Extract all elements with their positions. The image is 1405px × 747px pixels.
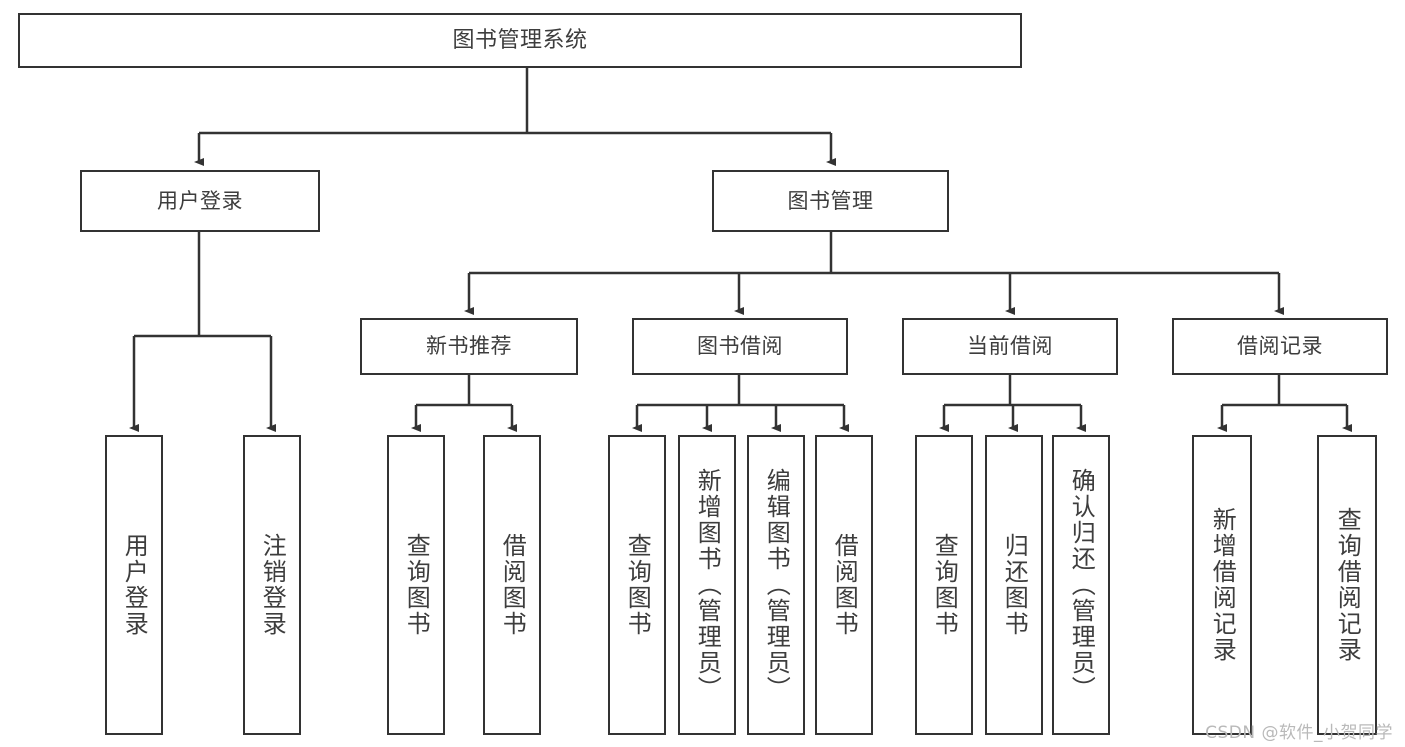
- node-label: 借阅记录: [1237, 334, 1323, 359]
- node-label: 查询图书: [623, 533, 652, 637]
- node-user-login[interactable]: 用户登录: [80, 170, 320, 232]
- node-label: 查询借阅记录: [1333, 507, 1362, 663]
- leaf-new-book-query-book[interactable]: 查询图书: [387, 435, 445, 735]
- node-label: 查询图书: [402, 533, 431, 637]
- node-label: 确认归还（管理员）: [1067, 468, 1096, 702]
- leaf-book-borrow-borrow-book[interactable]: 借阅图书: [815, 435, 873, 735]
- node-label: 借阅图书: [830, 533, 859, 637]
- leaf-current-borrow-query-book[interactable]: 查询图书: [915, 435, 973, 735]
- node-label: 编辑图书（管理员）: [762, 468, 791, 702]
- node-root-book-management-system[interactable]: 图书管理系统: [18, 13, 1022, 68]
- node-label: 注销登录: [258, 533, 287, 637]
- node-label: 归还图书: [1000, 533, 1029, 637]
- csdn-watermark: CSDN @软件_小贺同学: [1205, 723, 1393, 743]
- node-book-borrow[interactable]: 图书借阅: [632, 318, 848, 375]
- node-new-book-recommend[interactable]: 新书推荐: [360, 318, 578, 375]
- leaf-user-login-login[interactable]: 用户登录: [105, 435, 163, 735]
- leaf-user-login-logout[interactable]: 注销登录: [243, 435, 301, 735]
- leaf-borrow-records-add-record[interactable]: 新增借阅记录: [1192, 435, 1252, 735]
- node-label: 借阅图书: [498, 533, 527, 637]
- node-label: 图书借阅: [697, 334, 783, 359]
- node-label: 新增借阅记录: [1208, 507, 1237, 663]
- leaf-book-borrow-add-book-admin[interactable]: 新增图书（管理员）: [678, 435, 736, 735]
- leaf-book-borrow-edit-book-admin[interactable]: 编辑图书（管理员）: [747, 435, 805, 735]
- leaf-borrow-records-query-record[interactable]: 查询借阅记录: [1317, 435, 1377, 735]
- leaf-current-borrow-confirm-return-admin[interactable]: 确认归还（管理员）: [1052, 435, 1110, 735]
- leaf-current-borrow-return-book[interactable]: 归还图书: [985, 435, 1043, 735]
- leaf-book-borrow-query-book[interactable]: 查询图书: [608, 435, 666, 735]
- leaf-new-book-borrow-book[interactable]: 借阅图书: [483, 435, 541, 735]
- node-label: 图书管理: [787, 188, 874, 213]
- node-current-borrow[interactable]: 当前借阅: [902, 318, 1118, 375]
- node-label: 查询图书: [930, 533, 959, 637]
- node-borrow-records[interactable]: 借阅记录: [1172, 318, 1388, 375]
- node-label: 用户登录: [157, 188, 243, 213]
- node-label: 用户登录: [120, 533, 149, 637]
- node-label: 新增图书（管理员）: [693, 468, 722, 702]
- node-label: 图书管理系统: [452, 27, 588, 53]
- node-book-management[interactable]: 图书管理: [712, 170, 949, 232]
- node-label: 新书推荐: [426, 334, 512, 359]
- node-label: 当前借阅: [967, 334, 1053, 359]
